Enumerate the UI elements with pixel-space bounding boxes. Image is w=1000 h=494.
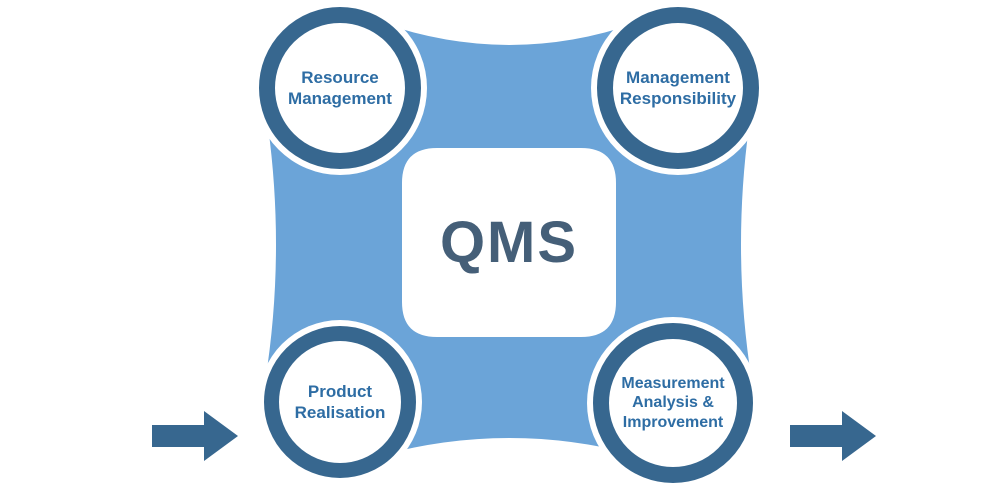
node-label-line: Analysis &	[632, 394, 714, 412]
output-arrow-icon	[790, 411, 876, 461]
input-arrow-icon	[152, 411, 238, 461]
node-label-line: Management	[288, 89, 392, 108]
node-resource-management: Resource Management	[259, 7, 421, 169]
node-product-realisation: Product Realisation	[264, 326, 416, 478]
node-product-realisation-label: Product Realisation	[295, 381, 386, 424]
node-management-responsibility-label: Management Responsibility	[620, 67, 736, 110]
node-label-line: Product	[307, 381, 373, 401]
node-label-line: Measurement	[621, 374, 725, 392]
node-measurement-analysis-improvement-label: Measurement Analysis & Improvement	[621, 374, 724, 433]
node-management-responsibility: Management Responsibility	[597, 7, 759, 169]
center-title: QMS	[439, 210, 579, 275]
node-label-line: Management	[626, 67, 730, 87]
node-label-line: Responsibility	[619, 89, 737, 108]
node-label-line: Resource	[301, 67, 379, 87]
node-resource-management-label: Resource Management	[288, 67, 392, 110]
node-measurement-analysis-improvement: Measurement Analysis & Improvement	[593, 323, 753, 483]
node-label-line: Realisation	[294, 403, 386, 422]
node-label-line: Improvement	[622, 413, 724, 431]
